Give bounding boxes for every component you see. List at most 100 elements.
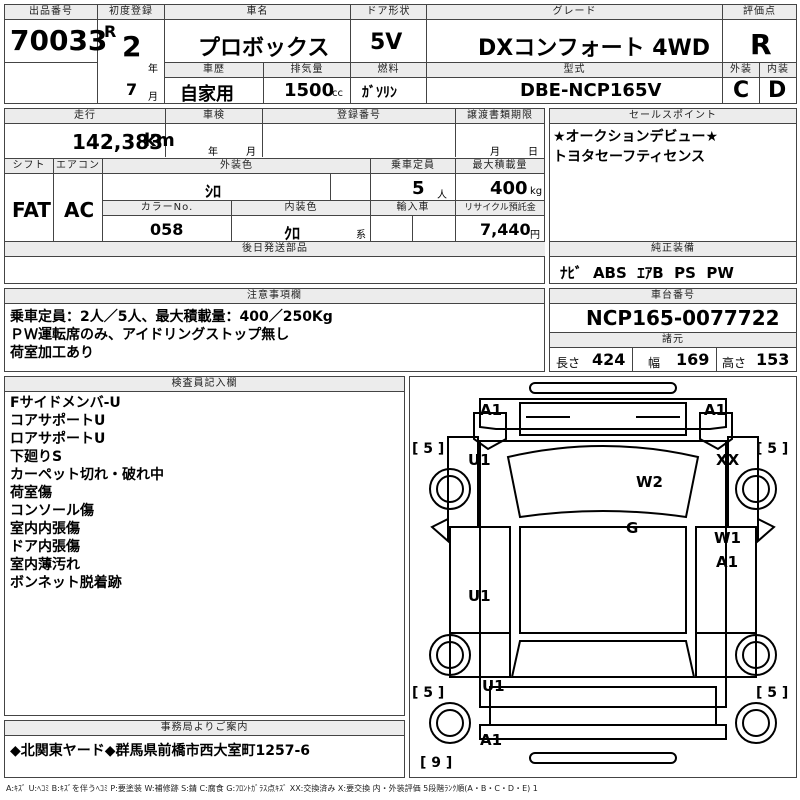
inspection-year-unit: 年 bbox=[208, 147, 218, 158]
spare-tire-tread: [ 9 ] bbox=[420, 755, 453, 771]
interior-label: 内装 bbox=[760, 63, 796, 78]
exterior-label: 外装 bbox=[723, 63, 759, 78]
reg-year: 2 bbox=[122, 30, 142, 63]
transfer-label: 譲渡書類期限 bbox=[456, 109, 544, 124]
office-text: ◆北関東ヤード◆群馬県前橋市西大室町1257-6 bbox=[10, 743, 311, 759]
chassis-section bbox=[549, 288, 797, 372]
sales-point-section bbox=[549, 108, 797, 284]
model-label: 型式 bbox=[427, 63, 722, 78]
fuel-label: 燃料 bbox=[351, 63, 426, 78]
damage-mark: A1 bbox=[480, 401, 503, 419]
header-section bbox=[4, 4, 797, 104]
chassis-label: 車台番号 bbox=[550, 289, 796, 304]
color-no-label: カラーNo. bbox=[103, 201, 231, 216]
tire-tread-fr: [ 5 ] bbox=[756, 441, 789, 457]
parts-label: 後日発送部品 bbox=[5, 242, 545, 257]
details-section bbox=[4, 108, 545, 284]
displacement-unit: cc bbox=[332, 88, 343, 99]
mileage: 142,383 bbox=[72, 130, 164, 154]
mileage-label: 走行 bbox=[5, 109, 165, 124]
interior-score: D bbox=[768, 78, 787, 103]
plate-label: 登録番号 bbox=[263, 109, 455, 124]
max-load: 400 bbox=[490, 178, 528, 199]
reg-year-unit: 年 bbox=[148, 64, 158, 75]
inspector-line: ドア内張傷 bbox=[10, 539, 80, 555]
capacity-unit: 人 bbox=[437, 190, 447, 201]
int-color-label: 内装色 bbox=[232, 201, 370, 216]
inspector-line: 室内内張傷 bbox=[10, 521, 80, 537]
ext-color: ｼﾛ bbox=[205, 182, 222, 201]
sales-point-line: ★オークションデビュー★ bbox=[553, 129, 719, 145]
inspector-line: Fサイドメンバ-U bbox=[10, 395, 121, 411]
sales-point-label: セールスポイント bbox=[550, 109, 796, 124]
damage-mark: U1 bbox=[482, 677, 505, 695]
damage-mark: A1 bbox=[704, 401, 727, 419]
damage-mark: G bbox=[626, 519, 639, 537]
exterior-score: C bbox=[733, 78, 750, 103]
history: 自家用 bbox=[180, 84, 234, 105]
length: 424 bbox=[592, 350, 626, 369]
fuel: ｶﾞｿﾘﾝ bbox=[362, 85, 397, 101]
inspector-line: カーペット切れ・破れ中 bbox=[10, 467, 164, 483]
notes-section bbox=[4, 288, 545, 372]
load-unit: kg bbox=[530, 186, 543, 197]
chassis-number: NCP165-0077722 bbox=[586, 306, 780, 330]
inspection-month-unit: 月 bbox=[246, 147, 256, 158]
sales-point-line: トヨタセーフティセンス bbox=[553, 149, 706, 165]
height-label: 高さ bbox=[722, 356, 747, 370]
office-label: 事務局よりご案内 bbox=[5, 721, 404, 736]
grade: DXコンフォート 4WD bbox=[478, 36, 711, 61]
recycle-unit: 円 bbox=[530, 230, 540, 241]
tire-tread-rl: [ 5 ] bbox=[412, 685, 445, 701]
inspector-line: ボンネット脱着跡 bbox=[10, 575, 122, 591]
inspector-line: コアサポートU bbox=[10, 413, 106, 429]
sales-point-list: ★オークションデビュー★ トヨタセーフティセンス bbox=[553, 128, 718, 166]
inspector-list: Fサイドメンバ-U コアサポートU ロアサポートU 下廻りS カーペット切れ・破… bbox=[10, 394, 164, 592]
width-label: 幅 bbox=[648, 356, 661, 370]
car-name-label: 車名 bbox=[165, 5, 350, 20]
length-label: 長さ bbox=[556, 356, 581, 370]
width: 169 bbox=[676, 350, 710, 369]
damage-mark: U1 bbox=[468, 587, 491, 605]
equipment-items: ﾅﾋﾞ ABS ｴｱB PS PW bbox=[560, 264, 734, 282]
shift: FAT bbox=[12, 198, 51, 222]
grade-label: グレード bbox=[427, 5, 722, 20]
note-line: 荷室加工あり bbox=[10, 345, 94, 361]
inspector-line: コンソール傷 bbox=[10, 503, 94, 519]
reg-month: 7 bbox=[126, 80, 138, 99]
recycle-label: リサイクル預託金 bbox=[456, 201, 544, 216]
car-diagram: A1 A1 U1 XX W2 G W1 A1 U1 U1 A1 [ 5 ] [ … bbox=[409, 376, 797, 778]
damage-mark: W1 bbox=[714, 529, 741, 547]
capacity: 5 bbox=[412, 178, 425, 199]
model-code: DBE-NCP165V bbox=[520, 80, 662, 101]
score: R bbox=[750, 28, 772, 61]
transfer-day-unit: 日 bbox=[528, 147, 538, 158]
score-label: 評価点 bbox=[723, 5, 796, 20]
lot-label: 出品番号 bbox=[5, 5, 97, 20]
damage-mark: U1 bbox=[468, 451, 491, 469]
history-label: 車歴 bbox=[165, 63, 263, 78]
displacement-label: 排気量 bbox=[264, 63, 350, 78]
damage-mark: W2 bbox=[636, 473, 663, 491]
shift-label: シフト bbox=[5, 159, 53, 174]
first-reg-label: 初度登録 bbox=[98, 5, 164, 20]
transfer-month-unit: 月 bbox=[490, 147, 500, 158]
height: 153 bbox=[756, 350, 790, 369]
inspector-line: ロアサポートU bbox=[10, 431, 106, 447]
reg-month-unit: 月 bbox=[148, 92, 158, 103]
recycle-fee: 7,440 bbox=[480, 220, 531, 239]
inspector-section bbox=[4, 376, 405, 716]
inspector-line: 室内薄汚れ bbox=[10, 557, 80, 573]
mileage-unit: km bbox=[144, 130, 175, 151]
door-type: 5V bbox=[370, 30, 403, 55]
era: R bbox=[104, 22, 117, 41]
ac-label: エアコン bbox=[54, 159, 102, 174]
office-section bbox=[4, 720, 405, 778]
import-label: 輸入車 bbox=[371, 201, 455, 216]
notes-list: 乗車定員：2人／5人、最大積載量：400／250Kg ＰＷ運転席のみ、アイドリン… bbox=[10, 308, 333, 362]
inspector-line: 荷室傷 bbox=[10, 485, 52, 501]
capacity-label: 乗車定員 bbox=[371, 159, 455, 174]
displacement: 1500 bbox=[284, 80, 335, 101]
damage-mark: XX bbox=[716, 451, 740, 469]
tire-tread-fl: [ 5 ] bbox=[412, 441, 445, 457]
